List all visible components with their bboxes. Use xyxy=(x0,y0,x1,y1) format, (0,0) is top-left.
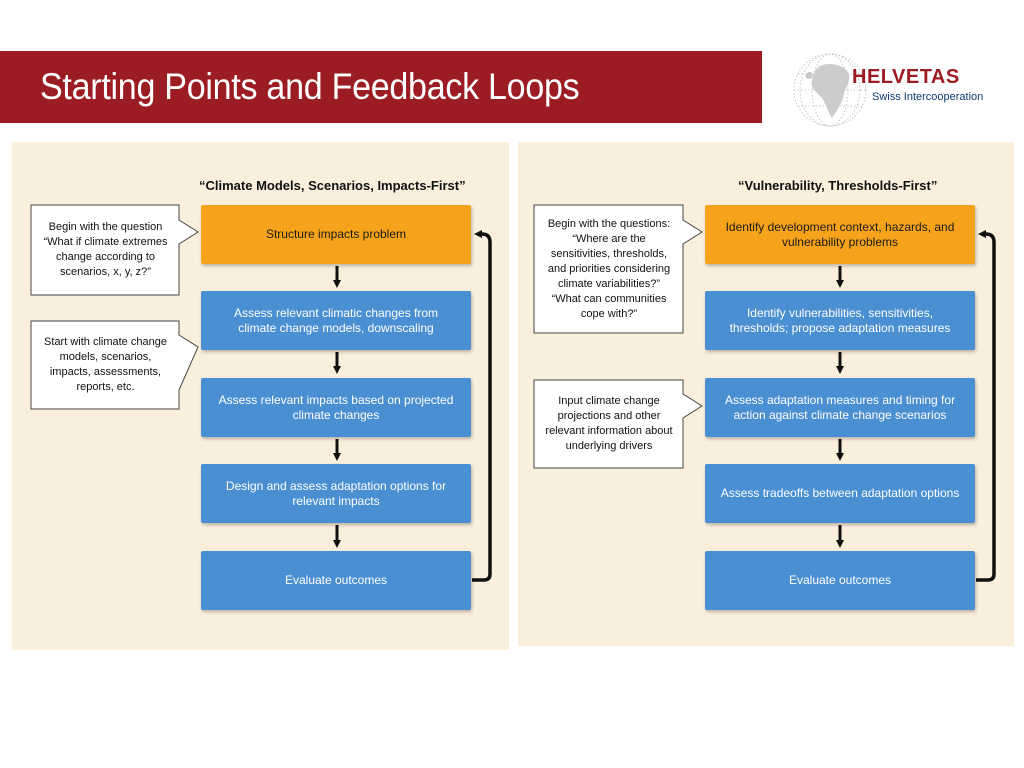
right-callout-2-shape xyxy=(533,379,703,469)
left-callout-1: Begin with the question “What if climate… xyxy=(43,221,168,278)
logo-name: HELVETAS xyxy=(852,66,960,88)
right-panel-title: “Vulnerability, Thresholds-First” xyxy=(738,178,938,193)
left-step-2: Assess relevant climatic changes from cl… xyxy=(201,291,471,350)
left-callout-1-shape xyxy=(30,204,199,296)
title-bar xyxy=(0,51,762,123)
right-callout-1: Begin with the questions: “Where are the… xyxy=(547,217,671,320)
globe-logo-icon xyxy=(793,53,867,127)
left-panel-title: “Climate Models, Scenarios, Impacts-Firs… xyxy=(199,178,466,193)
left-step-4: Design and assess adaptation options for… xyxy=(201,464,471,523)
left-step-1: Structure impacts problem xyxy=(201,205,471,264)
slide-title: Starting Points and Feedback Loops xyxy=(40,66,580,107)
right-step-4: Assess tradeoffs between adaptation opti… xyxy=(705,464,975,523)
right-callout-1-shape xyxy=(533,204,703,334)
right-step-2: Identify vulnerabilities, sensitivities,… xyxy=(705,291,975,350)
right-step-1: Identify development context, hazards, a… xyxy=(705,205,975,264)
left-feedback-loop-arrow xyxy=(472,230,492,582)
right-callout-2: Input climate change projections and oth… xyxy=(545,395,673,452)
right-feedback-loop-arrow xyxy=(976,230,996,582)
right-step-5: Evaluate outcomes xyxy=(705,551,975,610)
left-callout-2-shape xyxy=(30,320,199,410)
left-step-3: Assess relevant impacts based on project… xyxy=(201,378,471,437)
logo-subtitle: Swiss Intercooperation xyxy=(872,91,984,103)
left-callout-2: Start with climate change models, scenar… xyxy=(44,336,167,393)
left-step-5: Evaluate outcomes xyxy=(201,551,471,610)
right-step-3: Assess adaptation measures and timing fo… xyxy=(705,378,975,437)
